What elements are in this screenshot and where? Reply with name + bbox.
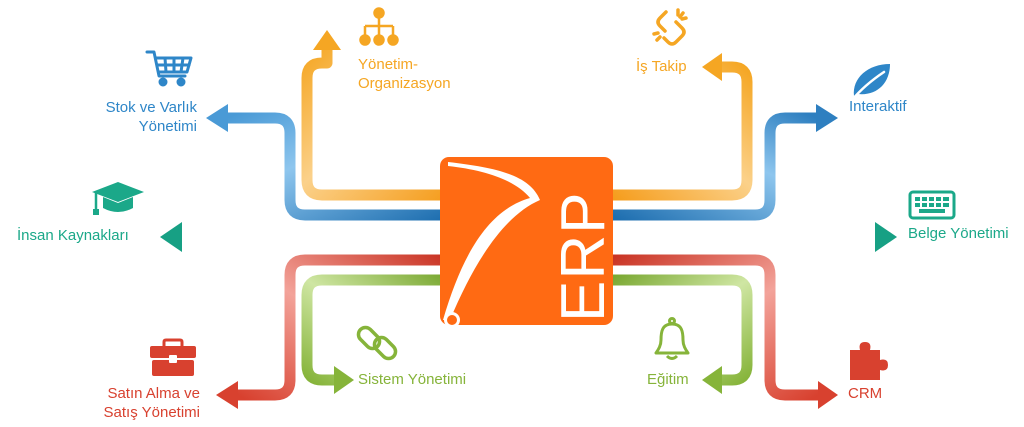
puzzle-icon (850, 342, 888, 380)
label-interaktif: Interaktif (849, 98, 907, 115)
label-belge: Belge Yönetimi (908, 225, 1009, 242)
keyboard-icon (908, 190, 956, 220)
arrowhead-insan (160, 222, 182, 252)
org-chart-icon (359, 7, 399, 46)
label-satin: Satın Alma ve Satış Yönetimi (103, 385, 200, 421)
label-yonetim: Yönetim- Organizasyon (358, 56, 451, 92)
label-istakip: İş Takip (636, 58, 687, 75)
arrowhead-istakip (702, 53, 722, 81)
label-sistem: Sistem Yönetimi (358, 371, 467, 388)
connector-satin (238, 254, 450, 401)
arrowhead-satin (216, 381, 238, 409)
connector-yonetim (301, 49, 450, 201)
briefcase-icon (150, 338, 196, 376)
arrowhead-sistem (334, 366, 354, 394)
connector-interaktif (610, 112, 816, 221)
label-stok: Stok ve Varlık Yönetimi (105, 99, 197, 135)
label-crm: CRM (848, 385, 883, 402)
arrowhead-interaktif (816, 104, 838, 132)
leaf-icon (850, 64, 890, 102)
arrowhead-belge (875, 222, 897, 252)
connector-egitim (610, 274, 753, 386)
connector-istakip (610, 61, 753, 201)
erp-text: ERP (549, 192, 618, 322)
arrowhead-egitim (702, 366, 722, 394)
arrowhead-crm (818, 381, 838, 409)
connector-crm (610, 254, 818, 401)
arrowhead-stok (206, 104, 228, 132)
shopping-cart-icon (145, 50, 193, 87)
label-insan: İnsan Kaynakları (17, 227, 129, 244)
connector-stok (228, 112, 450, 221)
label-egitim: Eğitim (647, 371, 689, 388)
arrowhead-yonetim (313, 30, 341, 50)
connector-sistem (301, 274, 450, 386)
bell-icon (654, 317, 690, 360)
chain-link-icon (356, 325, 398, 361)
broken-link-icon (652, 8, 688, 46)
erp-logo: ERP (440, 157, 618, 328)
graduation-cap-icon (92, 182, 144, 215)
